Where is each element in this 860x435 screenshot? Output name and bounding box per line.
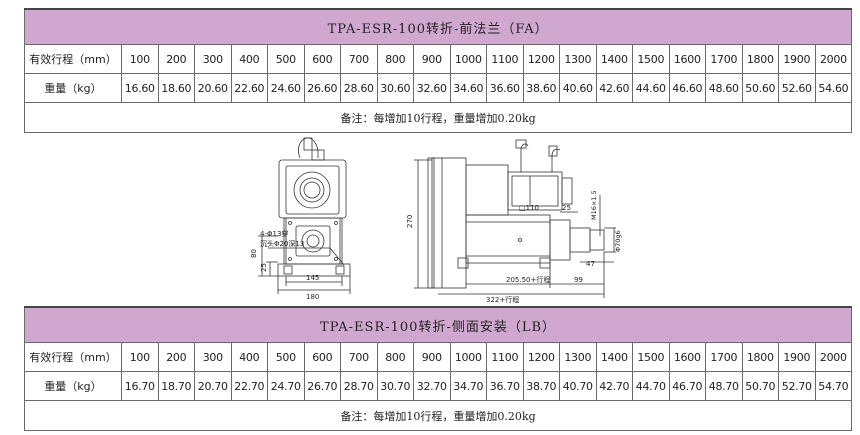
- side-dim-99: 99: [574, 276, 583, 284]
- stroke-value-cell: 1500: [632, 44, 670, 74]
- stroke-value-cell: 1200: [522, 342, 560, 372]
- stroke-value-cell: 100: [121, 342, 159, 372]
- table-note: 备注：每增加10行程，重量增加0.20kg: [23, 102, 853, 133]
- weight-value-cell: 16.70: [121, 371, 159, 401]
- side-dim-270: 270: [406, 215, 414, 228]
- stroke-value-cell: 1000: [449, 44, 487, 74]
- stroke-value-cell: 300: [194, 44, 232, 74]
- side-dim-m16: M16×1.5: [590, 190, 598, 220]
- stroke-header: 有效行程（mm）: [24, 342, 122, 372]
- stroke-value-cell: 1000: [449, 342, 487, 372]
- front-dim-80: 80: [250, 249, 258, 258]
- stroke-value-cell: 600: [303, 342, 341, 372]
- stroke-value-cell: 500: [267, 44, 305, 74]
- weight-value-cell: 40.70: [559, 371, 597, 401]
- stroke-value-cell: 1100: [486, 44, 524, 74]
- weight-value-cell: 30.60: [376, 73, 414, 103]
- stroke-value-cell: 100: [121, 44, 159, 74]
- weight-value-cell: 52.70: [778, 371, 816, 401]
- weight-value-cell: 22.70: [230, 371, 268, 401]
- table-title: TPA-ESR-100转折-前法兰（FA）: [23, 8, 853, 45]
- stroke-value-cell: 500: [267, 342, 305, 372]
- stroke-value-cell: 200: [157, 342, 195, 372]
- weight-value-cell: 26.70: [303, 371, 341, 401]
- front-hole-note-1: 4-Φ13穿: [260, 229, 288, 238]
- stroke-value-cell: 1400: [595, 342, 633, 372]
- stroke-value-cell: 1600: [668, 44, 706, 74]
- weight-value-cell: 36.70: [486, 371, 524, 401]
- weight-value-cell: 54.70: [814, 371, 853, 401]
- weight-header: 重量（kg）: [24, 73, 122, 103]
- stroke-value-cell: 1200: [522, 44, 560, 74]
- stroke-value-cell: 1900: [778, 342, 816, 372]
- stroke-value-cell: 1700: [705, 342, 743, 372]
- weight-value-cell: 38.70: [522, 371, 560, 401]
- weight-value-cell: 30.70: [376, 371, 414, 401]
- front-view: [258, 137, 351, 294]
- weight-value-cell: 44.70: [632, 371, 670, 401]
- weight-header: 重量（kg）: [24, 371, 122, 401]
- weight-value-cell: 50.70: [741, 371, 779, 401]
- stroke-value-cell: 300: [194, 342, 232, 372]
- table-note: 备注：每增加10行程，重量增加0.20kg: [23, 400, 853, 431]
- stroke-value-cell: 700: [340, 342, 378, 372]
- stroke-value-cell: 900: [413, 342, 451, 372]
- stroke-value-cell: 1300: [559, 342, 597, 372]
- weight-value-cell: 46.70: [668, 371, 706, 401]
- front-hole-note-2: 沉头Φ20深13: [260, 239, 304, 248]
- stroke-value-cell: 1800: [741, 342, 779, 372]
- weight-value-cell: 26.60: [303, 73, 341, 103]
- weight-value-cell: 54.60: [814, 73, 853, 103]
- front-dim-25: 25: [260, 263, 268, 272]
- weight-value-cell: 24.70: [267, 371, 305, 401]
- side-dim-47: 47: [586, 260, 595, 268]
- weight-value-cell: 34.70: [449, 371, 487, 401]
- stroke-value-cell: 1500: [632, 342, 670, 372]
- stroke-value-cell: 800: [376, 342, 414, 372]
- front-dim-180: 180: [306, 293, 319, 301]
- table-title: TPA-ESR-100转折-侧面安装（LB）: [23, 306, 853, 343]
- weight-value-cell: 48.70: [705, 371, 743, 401]
- stroke-value-cell: 2000: [814, 44, 853, 74]
- stroke-header: 有效行程（mm）: [24, 44, 122, 74]
- weight-value-cell: 38.60: [522, 73, 560, 103]
- side-dim-110: □110: [519, 204, 539, 212]
- stroke-value-cell: 900: [413, 44, 451, 74]
- weight-value-cell: 18.70: [157, 371, 195, 401]
- weight-value-cell: 28.70: [340, 371, 378, 401]
- weight-value-cell: 46.60: [668, 73, 706, 103]
- side-dim-322: 322+行程: [486, 295, 519, 304]
- weight-value-cell: 32.70: [413, 371, 451, 401]
- stroke-value-cell: 400: [230, 342, 268, 372]
- weight-value-cell: 42.70: [595, 371, 633, 401]
- side-view: [414, 139, 616, 298]
- stroke-value-cell: 1600: [668, 342, 706, 372]
- front-dim-145: 145: [306, 274, 319, 282]
- side-dim-205: 205.50+行程: [506, 275, 550, 284]
- stroke-value-cell: 2000: [814, 342, 853, 372]
- weight-value-cell: 24.60: [267, 73, 305, 103]
- stroke-value-cell: 700: [340, 44, 378, 74]
- stroke-value-cell: 1800: [741, 44, 779, 74]
- stroke-value-cell: 800: [376, 44, 414, 74]
- weight-value-cell: 20.70: [194, 371, 232, 401]
- weight-value-cell: 48.60: [705, 73, 743, 103]
- side-dim-25: 25: [562, 204, 571, 212]
- side-dim-70g6: Φ70g6: [614, 230, 622, 252]
- weight-value-cell: 36.60: [486, 73, 524, 103]
- stroke-value-cell: 1100: [486, 342, 524, 372]
- weight-value-cell: 22.60: [230, 73, 268, 103]
